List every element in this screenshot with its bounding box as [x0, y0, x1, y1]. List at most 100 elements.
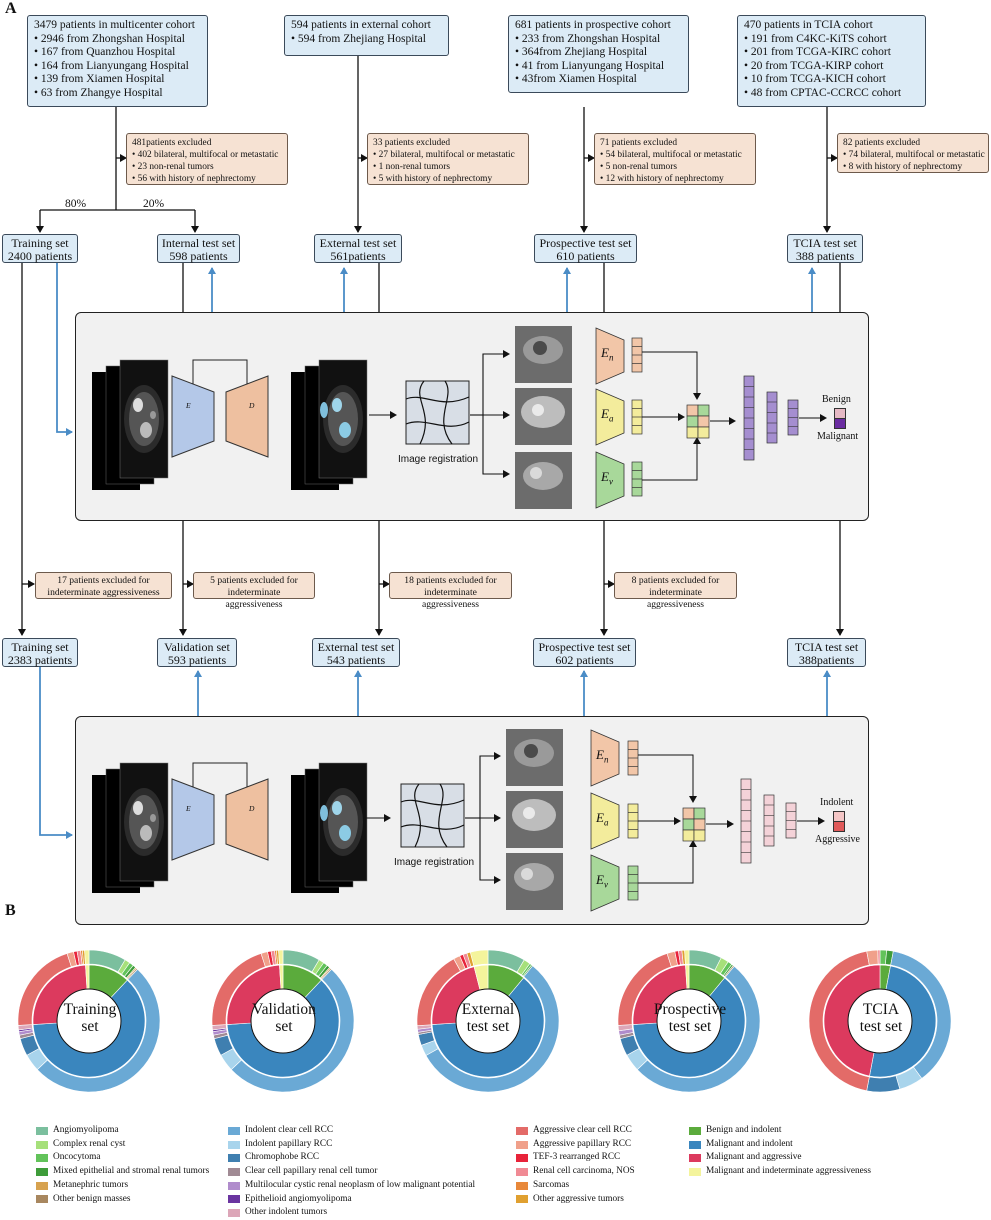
exclusion-line: • 8 with history of nephrectomy [843, 162, 963, 172]
legend-label: Malignant and indeterminate aggressivene… [706, 1166, 871, 1177]
exclusion-line: 8 patients excluded for [631, 575, 720, 586]
cohort-line: 681 patients in prospective cohort [515, 19, 671, 31]
set-name: External test set [317, 640, 395, 654]
exclusion-line: • 5 with history of nephrectomy [373, 174, 493, 184]
set-count: 602 patients [555, 653, 614, 667]
legend-swatch [36, 1154, 48, 1163]
set-name: Prospective test set [539, 236, 632, 250]
decoder-label: D [249, 804, 255, 813]
set-box-prospective-test: Prospective test set 610 patients [534, 234, 637, 263]
legend-swatch [228, 1126, 240, 1135]
phase-encoder-a [590, 792, 620, 850]
set-count: 388 patients [795, 249, 855, 263]
decoder-trapezoid [225, 778, 269, 861]
set-name: Training set [11, 640, 69, 654]
output-top-label: Indolent [820, 797, 854, 808]
legend-swatch [516, 1126, 528, 1135]
set-name: External test set [319, 236, 397, 250]
decoder-label: D [249, 401, 255, 410]
exclusion-line: • 402 bilateral, multifocal or metastati… [132, 150, 279, 160]
donut-outer-segment [684, 949, 690, 965]
legend-item: Aggressive clear cell RCC [516, 1124, 635, 1138]
exclusion-line: 71 patients excluded [600, 138, 678, 148]
legend-label: Sarcomas [533, 1179, 570, 1190]
exclusion-line: • 12 with history of nephrectomy [600, 174, 724, 184]
legend-item: Clear cell papillary renal cell tumor [228, 1165, 475, 1179]
exclusion-line: 18 patients excluded for [404, 575, 497, 586]
legend-item: Sarcomas [516, 1179, 635, 1193]
cohort-line: • 164 from Lianyungang Hospital [34, 59, 189, 72]
cohort-line: 3479 patients in multicenter cohort [34, 19, 195, 31]
output-bottom-box [834, 418, 846, 429]
legend-item: Epithelioid angiomyolipoma [228, 1193, 475, 1207]
set-name: Training set [11, 236, 69, 250]
donut-hole [56, 988, 122, 1054]
phase-encoder-a-label: Ea [601, 406, 614, 424]
exclusion-line: indeterminate aggressiveness [225, 587, 283, 610]
cohort-box-prospective: 681 patients in prospective cohort • 233… [508, 15, 689, 93]
legend-label: Malignant and indolent [706, 1138, 793, 1149]
phase-encoder-a [595, 388, 625, 446]
set-count: 593 patients [167, 653, 227, 667]
exclusion-line: • 56 with history of nephrectomy [132, 174, 256, 184]
set-count: 610 patients [556, 249, 615, 263]
cohort-line: • 2946 from Zhongshan Hospital [34, 32, 185, 45]
phase-encoder-v-label: Ev [601, 469, 613, 487]
exclusion-box: 5 patients excluded for indeterminate ag… [193, 572, 315, 610]
legend-swatch [689, 1154, 701, 1163]
donut-outer-segment [278, 949, 284, 965]
legend-item: Malignant and aggressive [689, 1151, 871, 1165]
ct-input-stack [92, 359, 169, 490]
exclusion-line: 17 patients excluded for [57, 575, 150, 586]
legend-item: Oncocytoma [36, 1151, 209, 1165]
legend-item: Other indolent tumors [228, 1206, 475, 1220]
exclusion-line: 33 patients excluded [373, 138, 451, 148]
panel-a-letter: A [5, 0, 17, 17]
set-box-training-2: Training set 2383 patients [2, 638, 78, 667]
set-name: TCIA test set [793, 236, 857, 250]
ct-segmented-stack [291, 359, 368, 490]
legend-label: Malignant and aggressive [706, 1152, 802, 1163]
exclusion-line: • 74 bilateral, multifocal or metastatic [843, 150, 985, 160]
cohort-line: • 594 from Zhejiang Hospital [291, 32, 426, 45]
set-count: 2383 patients [7, 653, 73, 667]
set-box-tcia-test-2: TCIA test set 388patients [787, 638, 866, 667]
legend-item: Indolent papillary RCC [228, 1138, 475, 1152]
fusion-grid [686, 404, 710, 439]
legend-item: Mixed epithelial and stromal renal tumor… [36, 1165, 209, 1179]
ct-input-stack-2 [92, 762, 169, 893]
cohort-line: • 10 from TCGA-KICH cohort [744, 73, 886, 86]
cohort-line: 470 patients in TCIA cohort [744, 19, 873, 31]
legend-swatch [689, 1167, 701, 1176]
donut-hole [847, 988, 913, 1054]
exclusion-line: 82 patients excluded [843, 138, 921, 148]
registration-label: Image registration [398, 454, 479, 465]
legend-swatch [228, 1181, 240, 1190]
cohort-line: • 191 from C4KC-KiTS cohort [744, 32, 887, 45]
set-name: Validation set [164, 640, 230, 654]
exclusion-line: 5 patients excluded for [210, 575, 298, 586]
phase-encoder-v [590, 854, 620, 912]
registration-grid [405, 380, 470, 445]
legend-item: Benign and indolent [689, 1124, 871, 1138]
legend-label: TEF-3 rearranged RCC [533, 1152, 621, 1163]
output-bottom-label: Aggressive [815, 834, 860, 845]
set-name: TCIA test set [794, 640, 859, 654]
cohort-line: • 41 from Lianyungang Hospital [515, 59, 665, 72]
legend-label: Multilocular cystic renal neoplasm of lo… [245, 1179, 476, 1190]
set-box-external-test: External test set 561patients [314, 234, 402, 263]
exclusion-line: • 5 non-renal tumors [600, 162, 677, 172]
exclusion-line: • 27 bilateral, multifocal or metastatic [373, 150, 515, 160]
exclusion-line: • 1 non-renal tumors [373, 162, 450, 172]
legend-swatch [516, 1167, 528, 1176]
donut-outer-segment [469, 949, 489, 967]
legend-swatch [36, 1140, 48, 1149]
legend-label: Chromophobe RCC [245, 1152, 320, 1163]
